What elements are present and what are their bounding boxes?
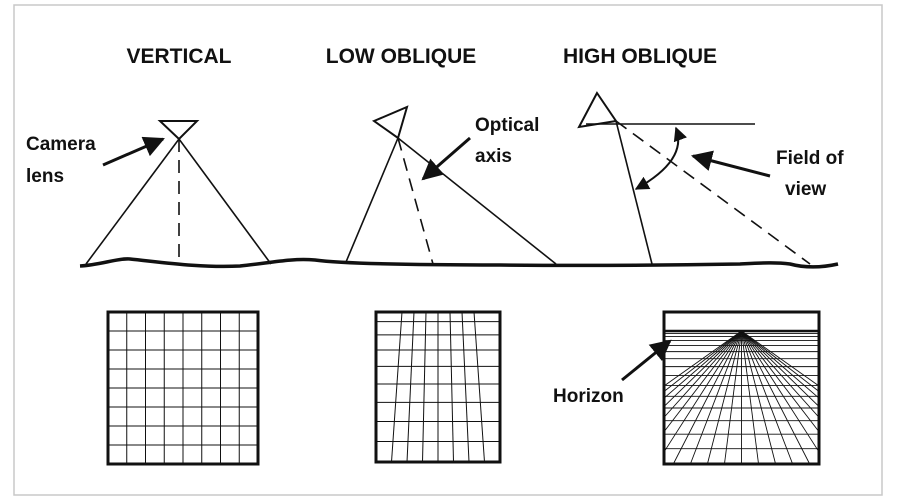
- title-vertical: VERTICAL: [127, 45, 232, 68]
- low-oblique-fov-left: [345, 137, 399, 263]
- low-oblique-camera-lens: [371, 105, 409, 140]
- label-optical-axis-line1: Optical: [475, 115, 539, 136]
- low-oblique-photo-grid: [374, 310, 502, 464]
- sky-band: [664, 312, 819, 331]
- grid-line: [741, 330, 820, 407]
- optical-axis-arrow: [421, 136, 471, 181]
- camera-lens-arrow: [102, 136, 165, 167]
- grid-line: [663, 330, 742, 453]
- vertical-fov-left: [85, 138, 180, 265]
- grid-line: [741, 330, 820, 392]
- vertical-photo-grid: [106, 310, 260, 466]
- grid-line: [741, 330, 820, 399]
- grid-line: [663, 330, 742, 407]
- grid-line: [663, 330, 742, 392]
- ground-line: [79, 257, 839, 269]
- grid-line: [689, 330, 742, 465]
- grid-line: [663, 330, 742, 433]
- vertical-camera-group: [85, 120, 272, 265]
- high-oblique-camera-lens: [577, 91, 618, 129]
- label-horizon: Horizon: [553, 386, 624, 407]
- label-camera-lens-line2: lens: [26, 166, 64, 187]
- grid-line: [706, 330, 742, 465]
- grid-line: [391, 311, 403, 463]
- label-camera-lens-line1: Camera: [26, 134, 96, 155]
- grid-line: [741, 330, 777, 465]
- label-field-of-view-line2: view: [785, 179, 826, 200]
- field-of-view-arc: [634, 126, 687, 190]
- vertical-fov-right: [178, 138, 272, 265]
- grid-line: [663, 330, 742, 399]
- high-oblique-optical-axis: [615, 120, 811, 265]
- grid-line: [473, 311, 485, 463]
- high-oblique-fov-lower: [615, 120, 653, 265]
- grid-line: [741, 330, 820, 418]
- grid-line: [741, 330, 811, 465]
- grid-line: [741, 330, 820, 453]
- grid-line: [724, 330, 742, 465]
- grid-line: [406, 311, 415, 463]
- grid-line: [663, 330, 742, 418]
- grid-line: [461, 311, 470, 463]
- photo-frame: [106, 310, 260, 466]
- title-high-oblique: HIGH OBLIQUE: [563, 45, 717, 68]
- grid-line: [449, 311, 454, 463]
- title-low-oblique: LOW OBLIQUE: [326, 45, 477, 68]
- grid-line: [741, 330, 794, 465]
- low-oblique-optical-axis: [397, 137, 434, 265]
- label-field-of-view-line1: Field of: [776, 148, 844, 169]
- high-oblique-camera-group: [577, 91, 811, 265]
- grid-line: [672, 330, 742, 465]
- photo-frame: [662, 310, 821, 466]
- horizon-arrow: [621, 339, 672, 382]
- field-of-view-arrow: [690, 150, 771, 178]
- figure-frame: [13, 4, 883, 496]
- grid-line: [741, 330, 759, 465]
- grid-line: [422, 311, 427, 463]
- photo-frame: [374, 310, 502, 464]
- label-optical-axis-line2: axis: [475, 146, 512, 167]
- high-oblique-photo-grid: [662, 310, 821, 466]
- vertical-camera-lens: [157, 120, 200, 141]
- grid-line: [741, 330, 820, 433]
